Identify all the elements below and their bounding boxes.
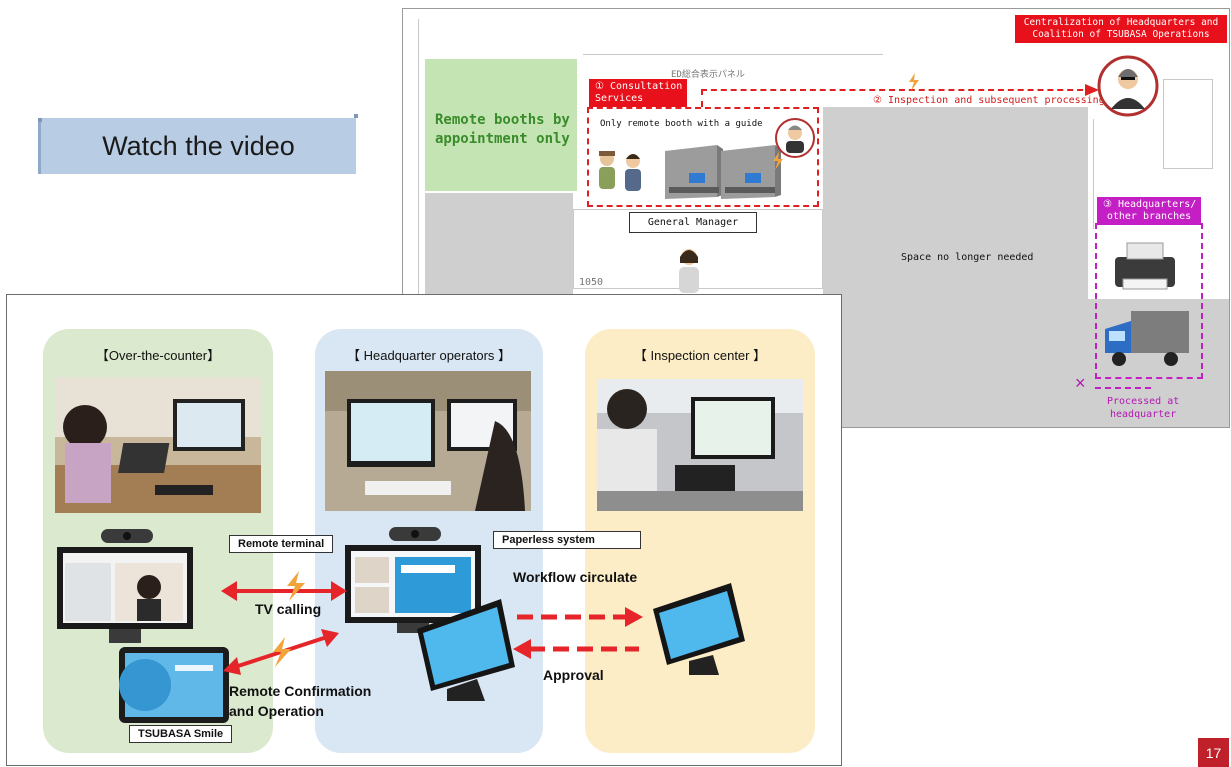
hq-monitor-icon xyxy=(345,527,481,633)
tsubasa-smile-label: TSUBASA Smile xyxy=(129,725,233,743)
corner-handle xyxy=(354,114,358,118)
remote-terminal-label: Remote terminal xyxy=(229,535,334,553)
inspection-photo xyxy=(597,379,803,511)
watch-video-label: Watch the video xyxy=(102,130,295,161)
booth-label: Remote booths by appointment only xyxy=(435,112,570,147)
booth-icon xyxy=(665,145,781,199)
remote-confirmation-text: Remote Confirmation and Operation xyxy=(229,683,372,719)
hq-branches-tag: ③ Headquarters/ other branches xyxy=(1097,197,1201,225)
floor-plan-slide: ED総合表示パネル 1050 Space no longer needed Re… xyxy=(402,8,1230,428)
plan-room xyxy=(1163,79,1213,169)
inspection-dashed-line xyxy=(701,89,703,107)
centralization-tag: Centralization of Headquarters and Coali… xyxy=(1015,15,1227,43)
panel-title: 【Over-the-counter】 xyxy=(95,348,221,363)
hq-avatar-icon xyxy=(1097,55,1159,117)
inspection-text: ② Inspection and subsequent processing xyxy=(873,95,1105,106)
remote-booth-area: Remote booths by appointment only xyxy=(425,59,577,191)
counter-photo xyxy=(55,377,261,513)
lightning-icon xyxy=(287,571,305,601)
printer-icon xyxy=(1115,242,1175,290)
workflow-arrows xyxy=(513,607,643,659)
counter-monitor-icon xyxy=(57,529,193,643)
plan-number: 1050 xyxy=(579,277,604,288)
consultation-zone xyxy=(587,107,819,207)
hq-branches-zone xyxy=(1095,223,1203,379)
workflow-text: Workflow circulate xyxy=(513,569,638,585)
plan-wall xyxy=(407,19,419,419)
monitor-icon xyxy=(417,599,515,701)
lightning-icon xyxy=(773,152,783,170)
plan-wall xyxy=(1093,119,1223,229)
person-icon xyxy=(679,249,699,293)
consultation-tag: ① Consultation Services xyxy=(589,79,687,107)
watch-video-button[interactable]: Watch the video xyxy=(38,114,358,174)
paperless-system-label: Paperless system xyxy=(493,531,641,549)
inspection-dashed-line xyxy=(701,89,1093,91)
lightning-icon xyxy=(909,73,919,91)
plan-grey-area xyxy=(425,193,573,303)
tv-calling-text: TV calling xyxy=(255,601,322,617)
corner-handle xyxy=(38,118,42,122)
tablet-icon xyxy=(119,647,229,723)
plan-jp-label: ED総合表示パネル xyxy=(671,70,745,80)
lightning-icon xyxy=(273,637,291,667)
booth-note: Only remote booth with a guide xyxy=(600,119,763,129)
general-manager-label: General Manager xyxy=(629,212,757,233)
panel-title: 【 Headquarter operators 】 xyxy=(346,348,512,363)
guide-avatar-icon xyxy=(775,118,815,158)
workflow-diagram-slide: 【Over-the-counter】 【 Headquarter operato… xyxy=(6,294,842,766)
plan-wall xyxy=(583,45,883,55)
truck-icon xyxy=(1105,311,1189,366)
hq-operators-photo xyxy=(325,371,531,511)
arrowhead-icon xyxy=(1085,84,1099,96)
monitor-icon xyxy=(653,583,745,675)
person-icon xyxy=(599,151,641,191)
space-text: Space no longer needed xyxy=(901,252,1034,263)
x-mark: × xyxy=(1075,373,1086,393)
approval-text: Approval xyxy=(543,667,604,683)
processed-text: Processed at headquarter xyxy=(1107,396,1180,420)
panel-title: 【 Inspection center 】 xyxy=(633,348,767,363)
page-number: 17 xyxy=(1198,738,1229,767)
processed-dashed-line xyxy=(1095,387,1151,389)
